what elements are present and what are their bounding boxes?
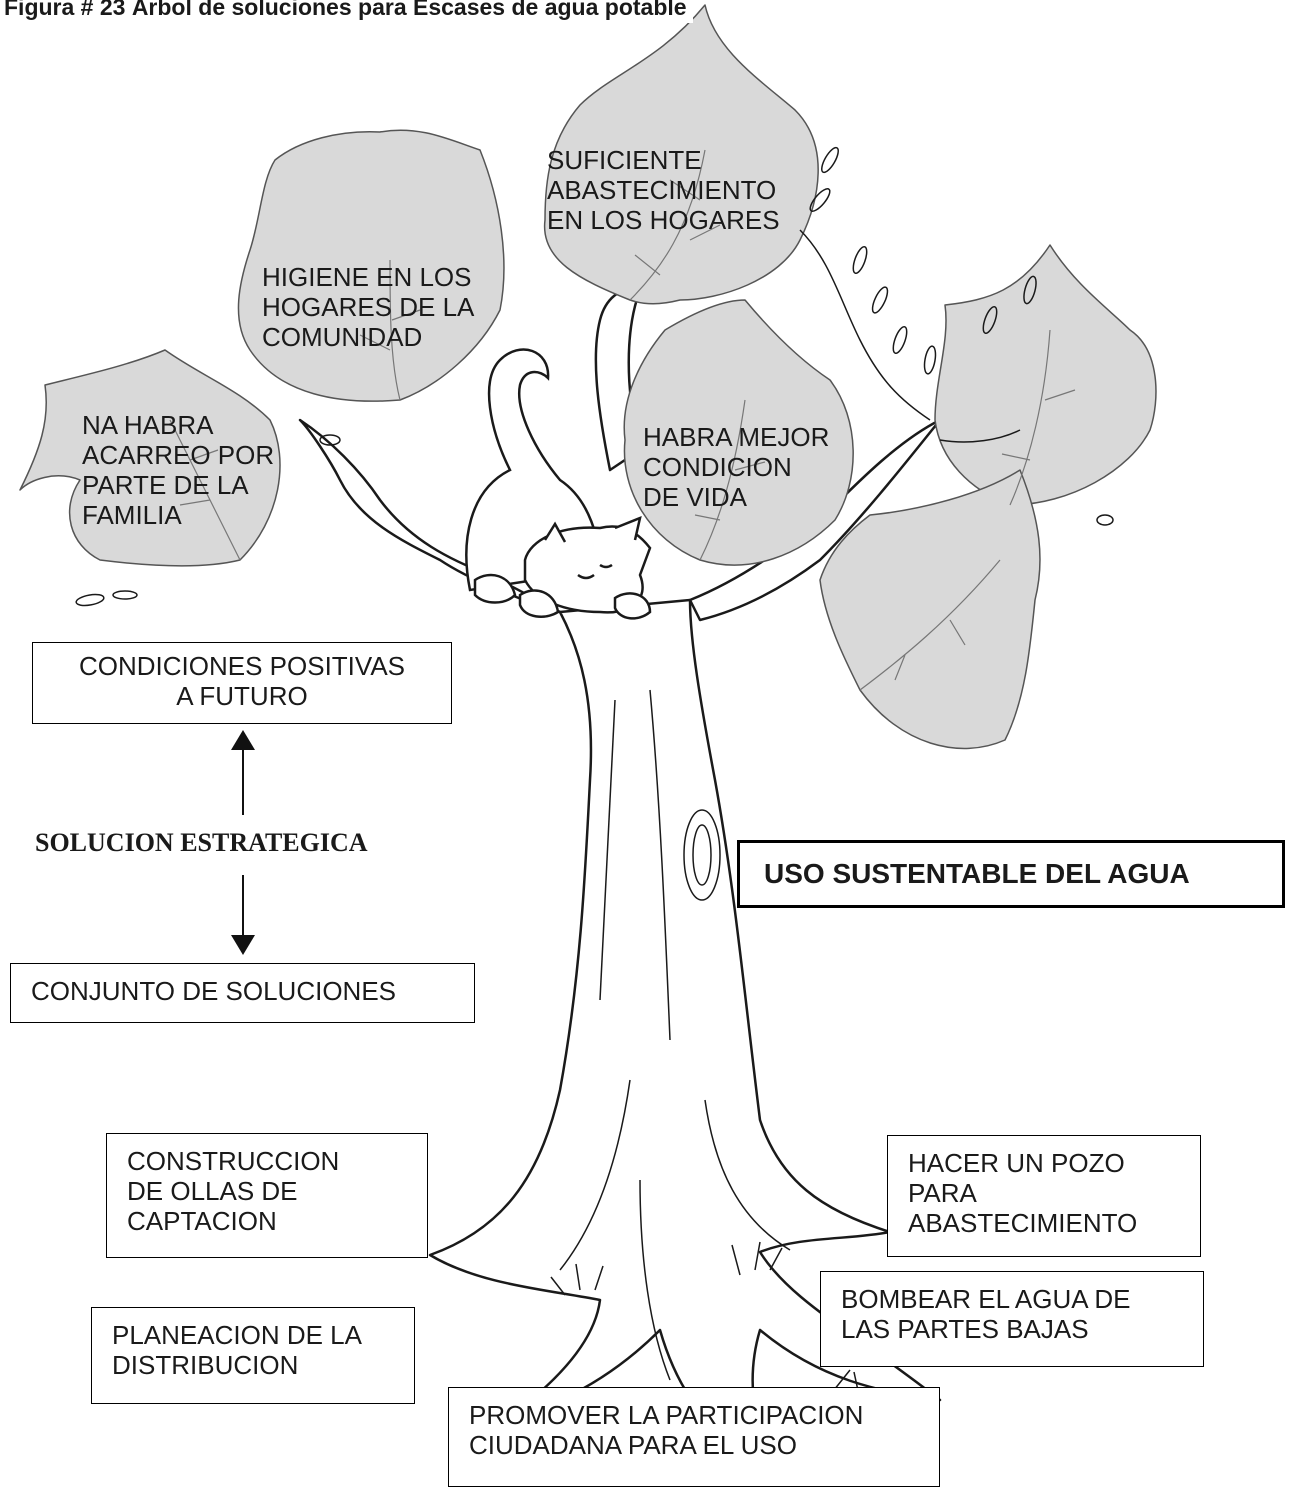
leaf-veins (169, 149, 1076, 691)
small-leaves (75, 146, 1114, 607)
leaf-left (19, 349, 281, 567)
leaf-middle (623, 299, 854, 566)
leaf-top (543, 4, 819, 305)
figure-title: Figura # 23 Árbol de soluciones para Esc… (4, 0, 693, 23)
sleeping-cat-drawing (465, 348, 652, 620)
strategic-solution-label: SOLUCION ESTRATEGICA (35, 828, 368, 857)
solution-set-box: CONJUNTO DE SOLUCIONES (10, 963, 475, 1023)
leaf-upper-left (237, 129, 505, 402)
collection-ponds-box: CONSTRUCCION DE OLLAS DE CAPTACION (106, 1133, 428, 1258)
pump-box: BOMBEAR EL AGUA DE LAS PARTES BAJAS (820, 1271, 1204, 1367)
positive-conditions-box: CONDICIONES POSITIVAS A FUTURO (32, 642, 452, 724)
leaf-label-top: SUFICIENTE ABASTECIMIENTO EN LOS HOGARES (547, 145, 780, 235)
leaf-label-upper-left: HIGIENE EN LOS HOGARES DE LA COMUNIDAD (262, 262, 475, 352)
leaf-label-left: NA HABRA ACARREO POR PARTE DE LA FAMILIA (82, 410, 275, 530)
sustainable-use-box: USO SUSTENTABLE DEL AGUA (737, 840, 1285, 908)
well-box: HACER UN POZO PARA ABASTECIMIENTO (887, 1135, 1201, 1257)
distribution-box: PLANEACION DE LA DISTRIBUCION (91, 1307, 415, 1404)
tree-trunk (298, 287, 942, 1464)
leaf-label-middle: HABRA MEJOR CONDICION DE VIDA (643, 422, 830, 512)
participation-box: PROMOVER LA PARTICIPACION CIUDADANA PARA… (448, 1387, 940, 1487)
